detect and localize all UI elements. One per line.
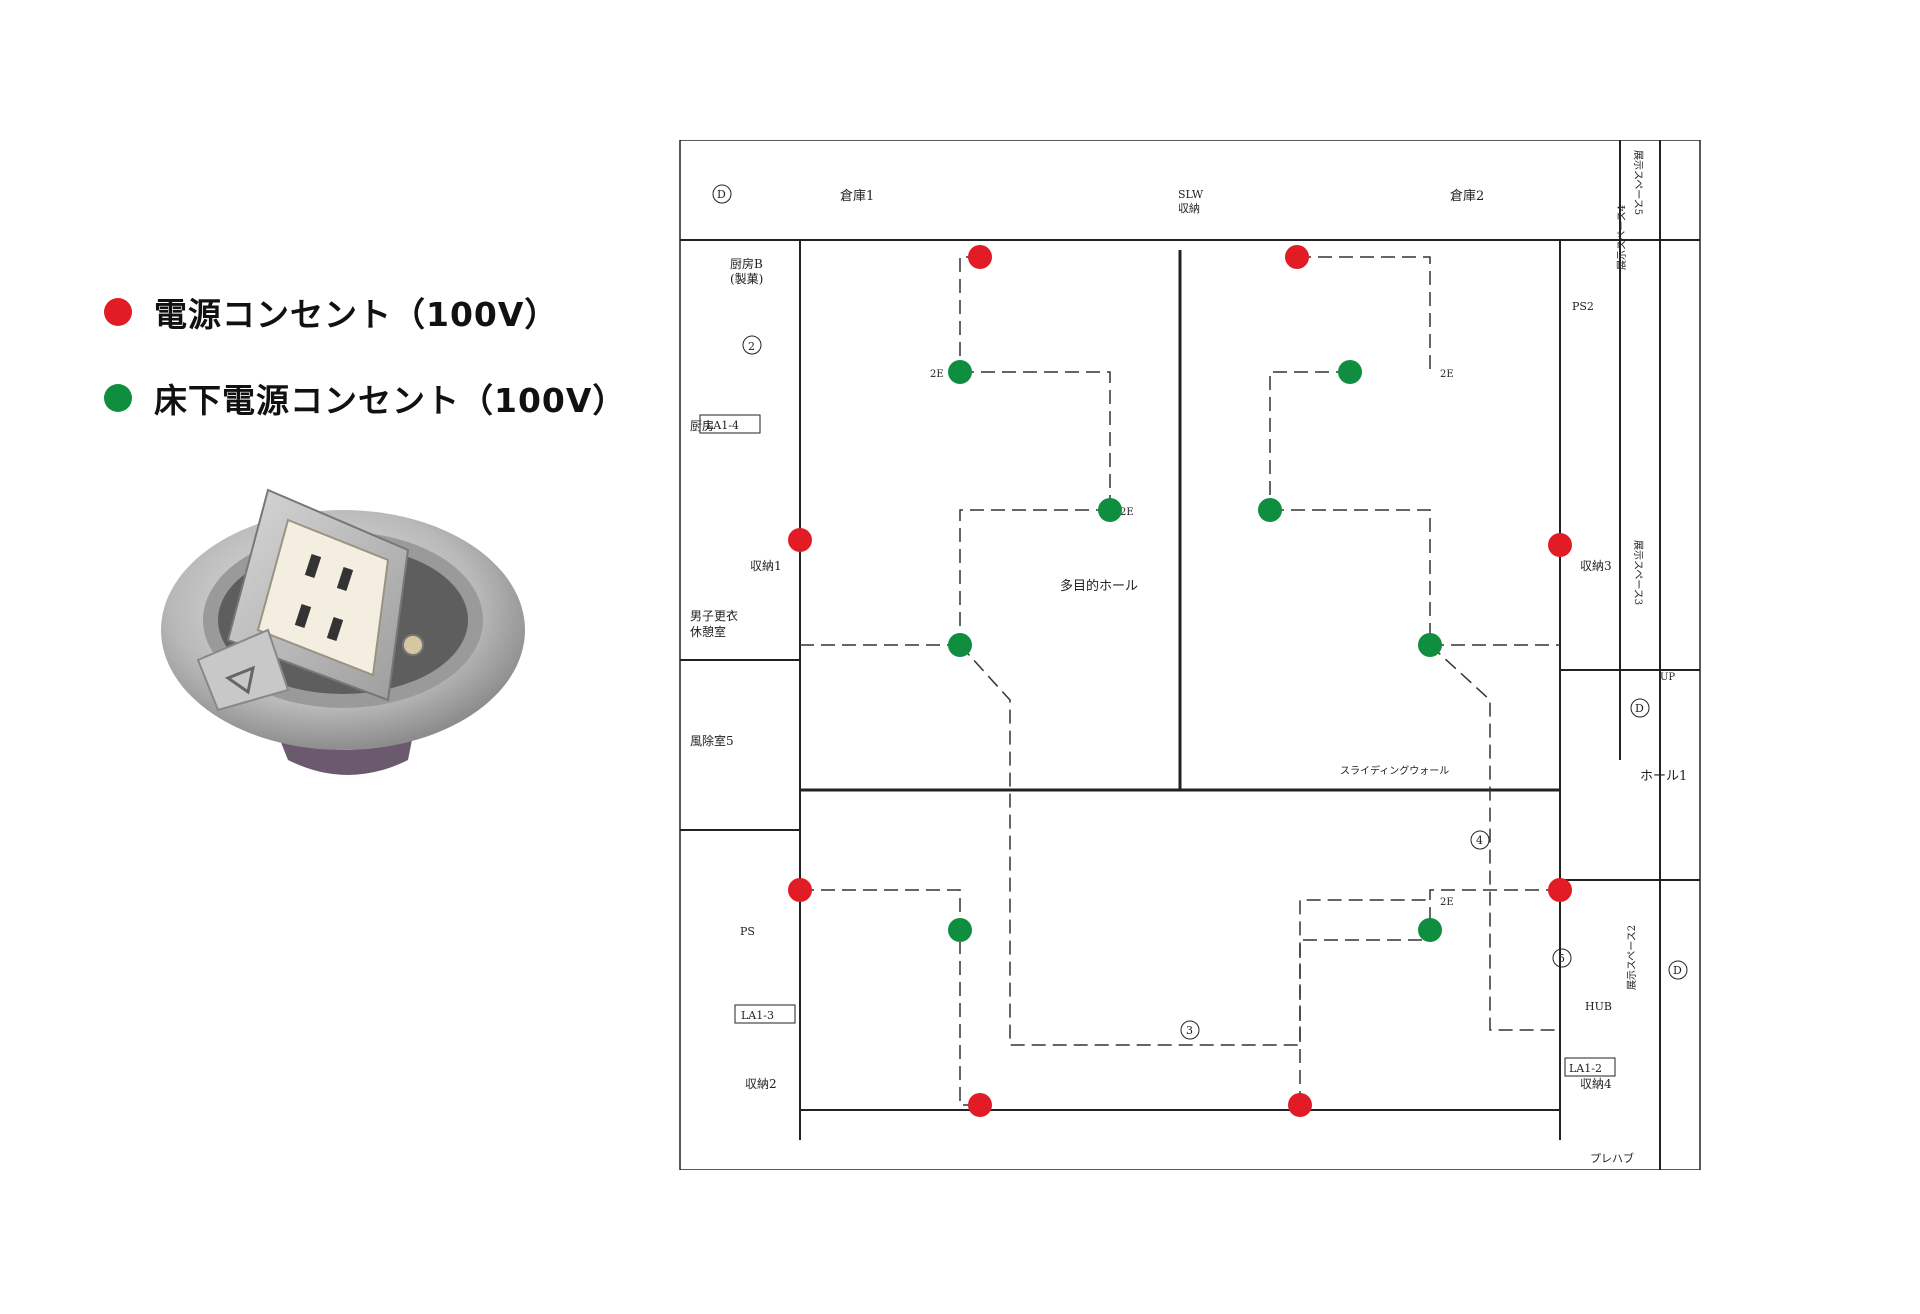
power-outlet: [968, 245, 992, 269]
room-storage-1: 収納1: [750, 559, 782, 573]
floor-outlet: [1418, 633, 1442, 657]
power-outlet: [968, 1093, 992, 1117]
power-outlets: [788, 245, 1572, 1117]
room-kitchen-b-sub: (製菓): [730, 272, 763, 286]
svg-text:5: 5: [1558, 952, 1565, 965]
room-storage-4: 収納4: [1580, 1077, 1612, 1091]
svg-text:D: D: [1635, 702, 1644, 715]
circuit-5: 5: [1552, 948, 1572, 968]
room-main-hall: 多目的ホール: [1060, 578, 1138, 594]
label-sliding-wall: スライディングウォール: [1340, 764, 1449, 777]
tag-2e-3: 2E: [1440, 369, 1454, 380]
power-outlet: [1548, 533, 1572, 557]
power-outlet: [1288, 1093, 1312, 1117]
tag-2e-1: 2E: [930, 369, 944, 380]
circuit-d-3: D: [1668, 960, 1688, 980]
svg-text:LA1-4: LA1-4: [706, 419, 739, 432]
power-outlet: [1548, 878, 1572, 902]
power-outlet: [788, 528, 812, 552]
floor-outlet: [1098, 498, 1122, 522]
room-storage-2: 収納2: [745, 1077, 777, 1091]
label-exhibit5: 展示スペース5: [1632, 150, 1644, 215]
floor-outlet: [1258, 498, 1282, 522]
room-locker: 男子更衣: [690, 608, 738, 623]
label-up: UP: [1660, 672, 1675, 683]
room-rest: 休憩室: [690, 624, 726, 639]
svg-text:3: 3: [1186, 1024, 1193, 1037]
label-exhibit2: 展示スペース2: [1626, 925, 1638, 990]
green-dot-icon: [104, 384, 132, 412]
label-exhibit3: 展示スペース3: [1632, 540, 1644, 605]
panel-la1-3: LA1-3: [734, 1004, 796, 1024]
circuit-2: 2: [742, 335, 762, 355]
svg-text:D: D: [717, 188, 726, 201]
tag-2e-2: 2E: [1120, 507, 1134, 518]
power-outlet: [1285, 245, 1309, 269]
floor-outlet: [1418, 918, 1442, 942]
room-storage2: 倉庫2: [1450, 189, 1484, 204]
floor-outlet: [948, 918, 972, 942]
floor-outlet: [1338, 360, 1362, 384]
plan-walls: [679, 140, 1701, 1170]
room-slw-storage: 収納: [1178, 202, 1200, 215]
room-kitchen-b: 厨房B: [730, 256, 763, 271]
panel-la1-4: LA1-4: [699, 414, 761, 434]
red-dot-icon: [104, 298, 132, 326]
label-exhibit4: 展示スペース4: [1616, 205, 1628, 270]
room-storage-3: 収納3: [1580, 559, 1612, 573]
legend-floor-outlet: 床下電源コンセント（100V）: [104, 374, 626, 422]
circuit-d-2: D: [1630, 698, 1650, 718]
legend-power-outlet: 電源コンセント（100V）: [104, 288, 558, 336]
room-storage1: 倉庫1: [840, 189, 874, 204]
floor-outlet-photo: [161, 488, 525, 775]
room-slw: SLW: [1178, 188, 1204, 201]
svg-text:D: D: [1673, 964, 1682, 977]
circuit-4: 4: [1470, 830, 1490, 850]
label-ps2: PS2: [1572, 300, 1594, 313]
label-prep: プレハブ: [1590, 1151, 1634, 1165]
floor-outlets: [948, 360, 1442, 942]
legend-power-outlet-label: 電源コンセント（100V）: [154, 295, 559, 334]
svg-text:2: 2: [748, 340, 755, 353]
svg-text:4: 4: [1476, 834, 1483, 847]
svg-text:LA1-3: LA1-3: [741, 1009, 774, 1022]
tag-2e-4: 2E: [1440, 897, 1454, 908]
floor-outlet: [948, 633, 972, 657]
floor-plan: 倉庫1 倉庫2 SLW 収納 厨房B (製菓) 厨房 収納1 収納3 収納2 収…: [679, 140, 1701, 1170]
label-ps: PS: [740, 925, 755, 938]
panel-la1-2: LA1-2: [1564, 1057, 1616, 1077]
svg-text:LA1-2: LA1-2: [1569, 1062, 1602, 1075]
circuit-d-1: D: [712, 184, 732, 204]
label-hub: HUB: [1585, 1000, 1612, 1013]
floor-outlet: [948, 360, 972, 384]
room-hall1: ホール1: [1640, 769, 1687, 784]
circuit-3: 3: [1180, 1020, 1200, 1040]
plan-wiring: [800, 256, 1560, 1106]
room-kitchen: 厨房: [690, 418, 714, 433]
power-outlet: [788, 878, 812, 902]
room-windbreak: 風除室5: [690, 733, 734, 748]
legend-floor-outlet-label: 床下電源コンセント（100V）: [154, 381, 627, 420]
